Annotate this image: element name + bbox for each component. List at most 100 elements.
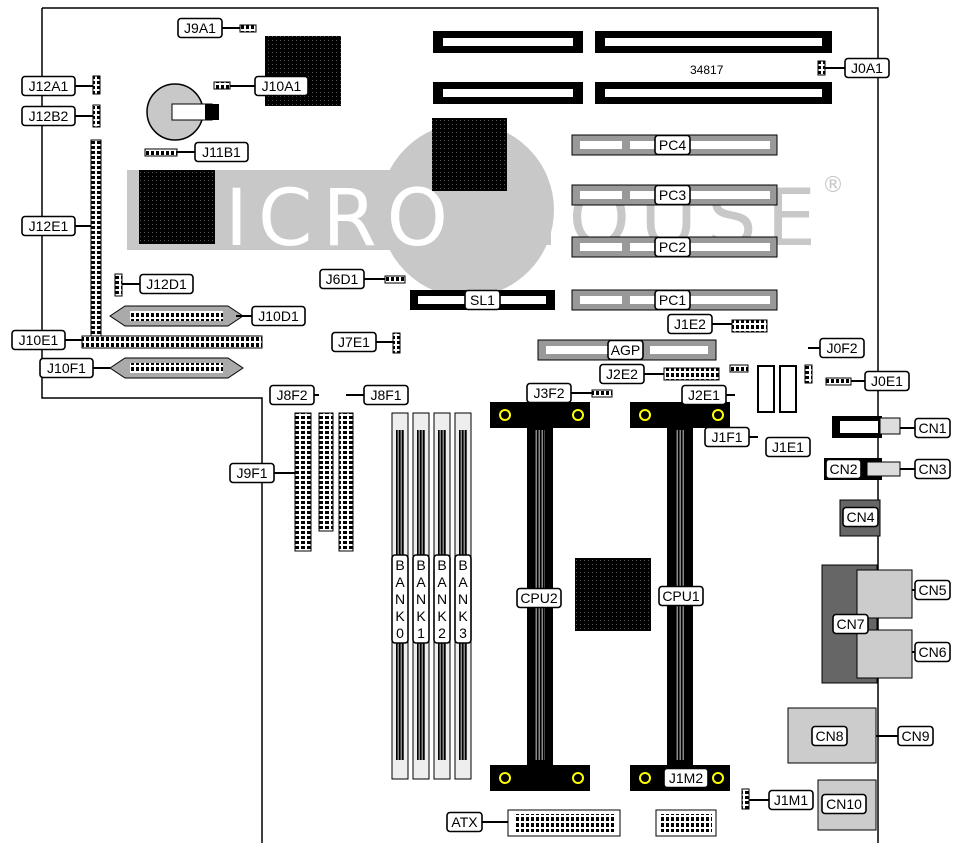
label-cpu2: CPU2 [516,587,562,609]
svg-text:J1F1: J1F1 [711,429,742,445]
svg-text:J0F2: J0F2 [826,340,857,356]
label-pc4: PC4 [654,134,691,156]
svg-text:CN1: CN1 [918,420,946,436]
label-j12e1: J12E1 [21,215,91,237]
svg-text:CN7: CN7 [836,616,864,632]
svg-text:J7E1: J7E1 [338,334,370,350]
svg-text:J9F1: J9F1 [236,465,267,481]
svg-text:B: B [416,557,425,573]
svg-text:PC4: PC4 [659,137,686,153]
label-agp: AGP [607,339,644,361]
svg-text:J12B2: J12B2 [29,108,69,124]
svg-text:N: N [416,591,426,607]
svg-text:J8F1: J8F1 [370,387,401,403]
svg-text:J10E1: J10E1 [19,332,59,348]
svg-text:CN5: CN5 [918,582,946,598]
svg-text:B: B [458,557,467,573]
label-cn1: CN1 [900,417,951,439]
label-j1m2: J1M2 [663,767,709,789]
svg-text:CN2: CN2 [829,461,857,477]
svg-text:N: N [458,591,468,607]
label-j12b2: J12B2 [21,105,93,127]
label-cpu1: CPU1 [658,585,704,607]
label-j9a1: J9A1 [177,17,240,39]
label-j8f2: J8F2 [269,384,319,406]
svg-text:J10D1: J10D1 [258,308,299,324]
svg-text:A: A [458,574,468,590]
svg-text:J12A1: J12A1 [29,78,69,94]
registered-mark: ® [822,173,844,198]
svg-text:J10F1: J10F1 [47,360,86,376]
label-j10a1: J10A1 [230,75,309,97]
label-atx: ATX [446,811,508,833]
svg-text:CN8: CN8 [815,728,843,744]
svg-text:A: A [395,574,405,590]
svg-text:CPU2: CPU2 [520,590,558,606]
label-j0e1: J0E1 [851,370,910,392]
label-pc3: PC3 [654,184,691,206]
svg-text:CN6: CN6 [918,644,946,660]
label-j10f1: J10F1 [39,357,110,379]
svg-text:A: A [437,574,447,590]
logo-text-left: ICRO [225,174,458,264]
svg-text:J0E1: J0E1 [871,373,903,389]
svg-text:J2E2: J2E2 [606,366,638,382]
j12e1-connector [90,139,102,341]
label-pc1: PC1 [654,289,691,311]
svg-text:B: B [395,557,404,573]
label-sl1: SL1 [464,289,501,311]
label-j1f1: J1F1 [704,426,758,448]
svg-text:K: K [395,608,405,624]
svg-text:AGP: AGP [611,342,641,358]
label-j0a1: J0A1 [825,57,890,79]
svg-text:J0A1: J0A1 [851,60,883,76]
chip-left [139,170,215,244]
battery [146,83,219,141]
label-pc2: PC2 [654,236,691,258]
svg-text:CN4: CN4 [846,509,874,525]
svg-text:A: A [416,574,426,590]
svg-text:SL1: SL1 [470,292,495,308]
label-j12a1: J12A1 [21,75,93,97]
label-j1e2: J1E2 [667,313,732,335]
label-cn3: CN3 [900,458,951,480]
j10f1-connector [109,357,244,379]
chip-center [432,118,507,191]
svg-text:2: 2 [438,625,446,641]
labels: J9A1J10A1J12A1J12B2J11B1J12E1J12D1J10D1J… [11,17,951,833]
label-j1m1: J1M1 [749,789,814,811]
label-cn5: CN5 [912,579,951,601]
svg-text:J2E1: J2E1 [688,387,720,403]
label-j6d1: J6D1 [319,268,385,290]
label-j8f1: J8F1 [346,384,409,406]
svg-text:J9A1: J9A1 [184,20,216,36]
svg-text:CPU1: CPU1 [662,588,700,604]
svg-text:K: K [458,608,468,624]
svg-text:1: 1 [417,625,425,641]
label-cn7: CN7 [832,613,869,635]
label-cn6: CN6 [912,641,951,663]
label-j11b1: J11B1 [177,141,249,163]
label-cn10: CN10 [821,793,867,815]
svg-text:J3F2: J3F2 [533,385,564,401]
svg-text:3: 3 [459,625,467,641]
svg-text:CN3: CN3 [918,461,946,477]
svg-text:0: 0 [396,625,404,641]
label-j9f1: J9F1 [229,462,295,484]
label-cn8: CN8 [811,725,848,747]
label-j3f2: J3F2 [526,382,592,404]
svg-text:B: B [437,557,446,573]
svg-text:J6D1: J6D1 [326,271,359,287]
svg-text:J12D1: J12D1 [146,276,187,292]
label-cn9: CN9 [876,725,934,747]
board-number: 34817 [690,63,724,77]
svg-text:J10A1: J10A1 [262,78,302,94]
svg-text:J1M2: J1M2 [669,770,703,786]
board-outline [41,7,879,843]
label-cn4: CN4 [842,506,879,528]
label-j1e1: J1E1 [765,436,811,458]
